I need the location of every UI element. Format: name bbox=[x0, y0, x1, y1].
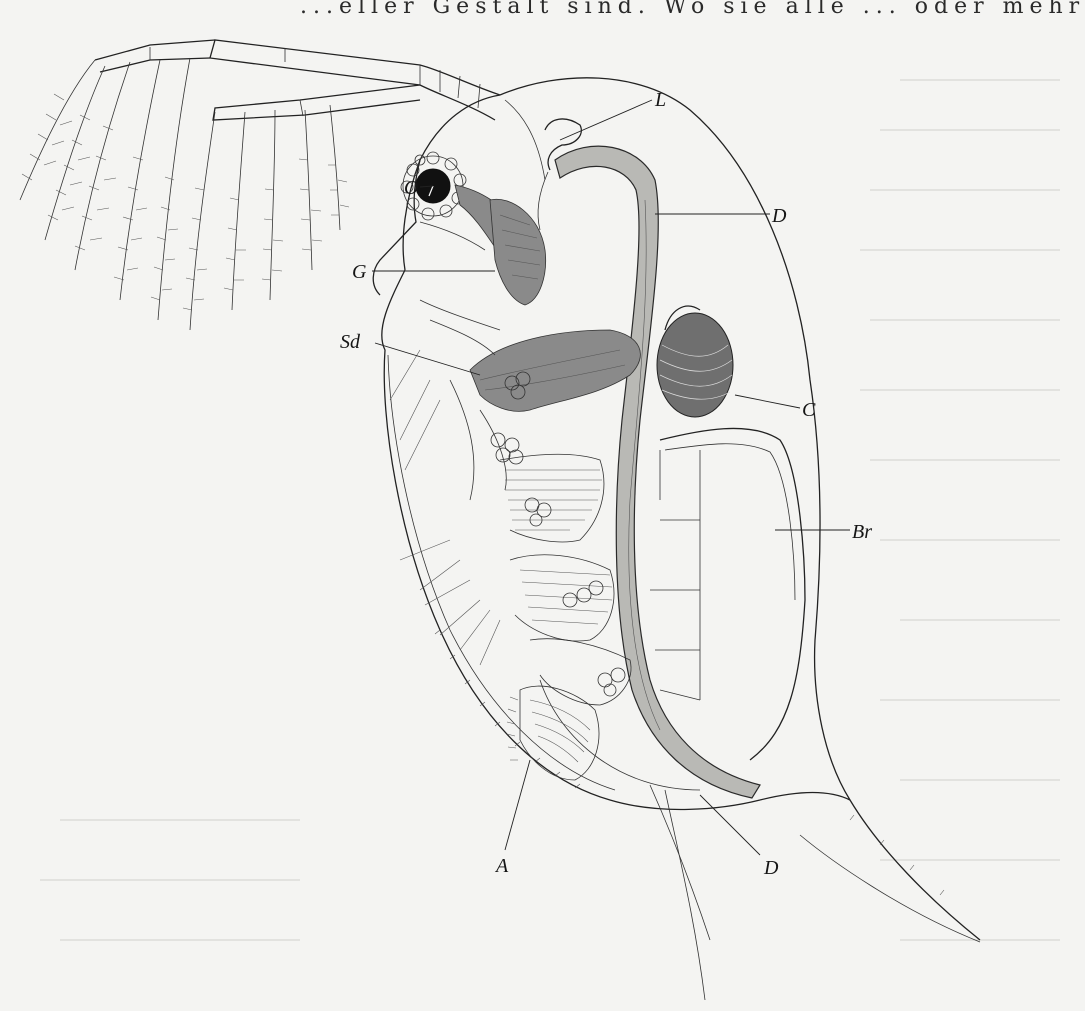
postabdomen bbox=[507, 686, 710, 1000]
label-eye: O bbox=[404, 177, 418, 199]
label-heart: C bbox=[802, 399, 816, 421]
label-shell-gland: Sd bbox=[340, 331, 361, 353]
label-postabdomen: A bbox=[494, 855, 509, 877]
shell-gland bbox=[470, 330, 640, 411]
heart bbox=[657, 306, 733, 417]
label-brood-pouch: Br bbox=[852, 521, 872, 543]
label-antennule: L bbox=[654, 89, 666, 111]
brood-pouch bbox=[650, 428, 805, 760]
ganglion bbox=[490, 199, 546, 305]
gut bbox=[540, 146, 760, 798]
figure-labels: L O D G Sd C Br A D bbox=[340, 89, 872, 879]
label-ganglion: G bbox=[352, 261, 367, 283]
label-gut-lower: D bbox=[763, 857, 779, 879]
label-gut-upper: D bbox=[771, 205, 787, 227]
